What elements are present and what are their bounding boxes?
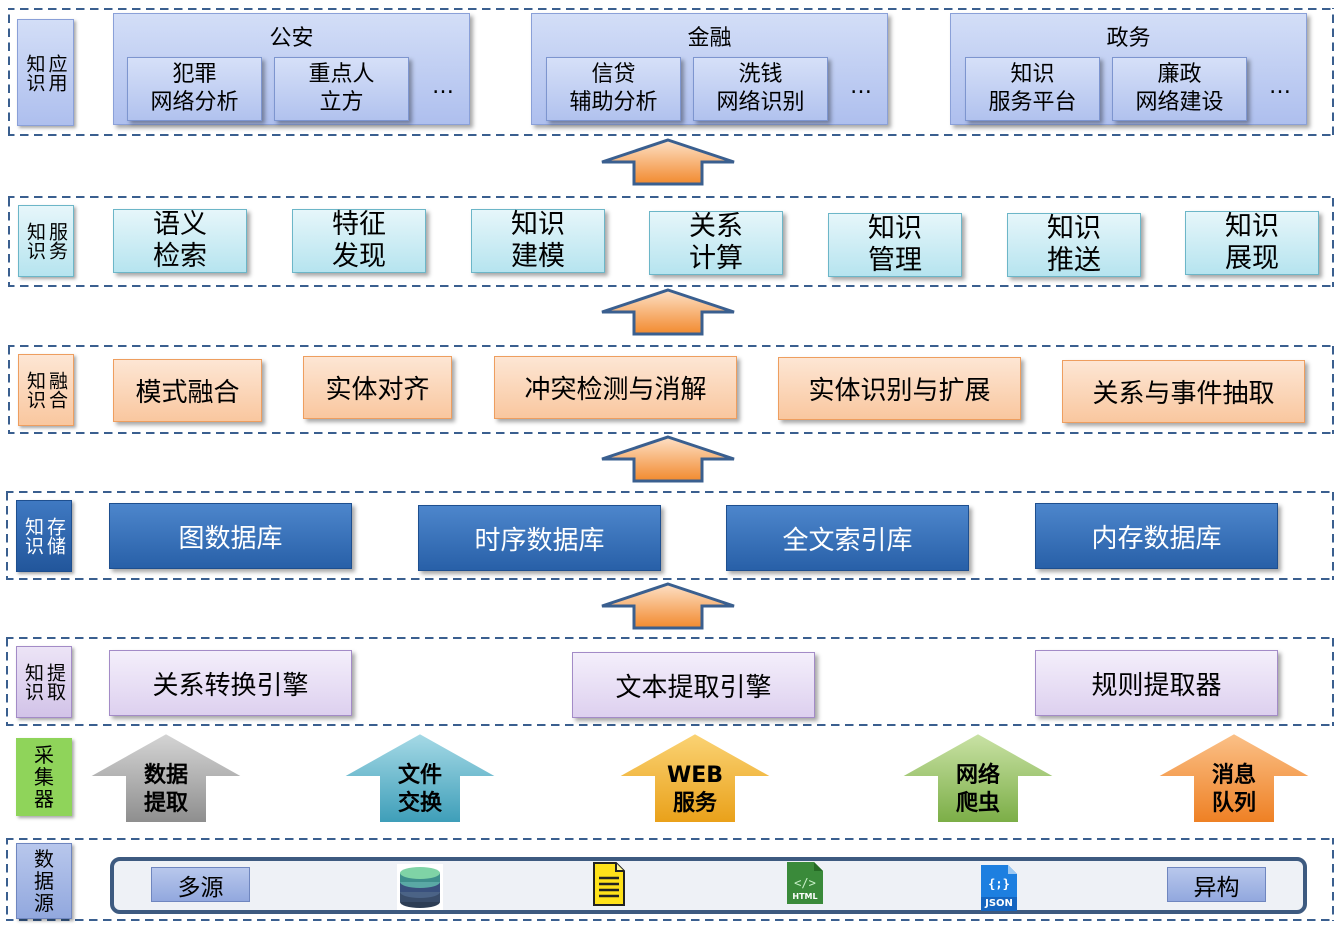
app-group-government: 政务 知识 服务平台 廉政 网络建设 … bbox=[950, 13, 1307, 125]
app-group-finance: 金融 信贷 辅助分析 洗钱 网络识别 … bbox=[531, 13, 888, 125]
fusion-tag-col-2: 融合 bbox=[46, 371, 68, 409]
app-group-title: 政务 bbox=[1106, 26, 1151, 51]
storage-item: 时序数据库 bbox=[418, 505, 661, 571]
json-file-icon: {;} JSON bbox=[980, 864, 1018, 912]
collector-web-crawler: 网络 爬虫 bbox=[888, 729, 1068, 826]
service-tag-col-2: 服务 bbox=[46, 222, 68, 260]
application-tag-col-1: 知识 bbox=[23, 53, 46, 92]
collector-file-exchange: 文件 交换 bbox=[330, 729, 510, 826]
fusion-item: 实体对齐 bbox=[303, 356, 452, 419]
collector-tag: 采 集 器 bbox=[16, 738, 72, 816]
service-item: 知识 推送 bbox=[1007, 213, 1141, 277]
fusion-item: 模式融合 bbox=[113, 359, 262, 422]
collector-label: 消息 队列 bbox=[1211, 763, 1256, 816]
fusion-item: 关系与事件抽取 bbox=[1062, 360, 1305, 423]
html-icon-text: HTML bbox=[792, 892, 818, 901]
app-item: 信贷 辅助分析 bbox=[546, 57, 681, 121]
app-group-police: 公安 犯罪 网络分析 重点人 立方 … bbox=[113, 13, 470, 125]
service-item: 特征 发现 bbox=[292, 209, 426, 273]
json-icon-glyph: {;} bbox=[988, 877, 1010, 891]
extraction-item: 规则提取器 bbox=[1035, 650, 1278, 716]
collector-arrow-icon bbox=[330, 729, 510, 826]
storage-item: 内存数据库 bbox=[1035, 503, 1278, 569]
extraction-item: 关系转换引擎 bbox=[109, 650, 352, 716]
extraction-tag-col-1: 知识 bbox=[22, 663, 44, 701]
collector-label: 数据 提取 bbox=[143, 763, 188, 816]
fusion-item: 实体识别与扩展 bbox=[778, 357, 1021, 420]
more-ellipsis: … bbox=[850, 74, 872, 99]
service-layer-tag: 知识服务 bbox=[18, 205, 74, 277]
up-arrow-icon bbox=[601, 288, 735, 336]
app-item: 知识 服务平台 bbox=[965, 57, 1100, 121]
collector-label: 网络 爬虫 bbox=[955, 763, 1000, 816]
extraction-item: 文本提取引擎 bbox=[572, 652, 815, 718]
collector-arrow-icon bbox=[888, 729, 1068, 826]
database-icon bbox=[397, 864, 443, 910]
collector-arrow-icon bbox=[1144, 729, 1324, 826]
service-item: 知识 管理 bbox=[828, 213, 962, 277]
extraction-tag-col-2: 提取 bbox=[44, 663, 66, 701]
document-icon bbox=[593, 862, 625, 906]
collector-arrow-icon bbox=[76, 729, 256, 826]
storage-tag-col-2: 存储 bbox=[44, 517, 66, 555]
service-item: 关系 计算 bbox=[649, 211, 783, 275]
up-arrow-icon bbox=[601, 582, 735, 630]
source-bar bbox=[110, 857, 1307, 914]
app-item: 廉政 网络建设 bbox=[1112, 57, 1247, 121]
app-group-title: 金融 bbox=[687, 26, 732, 51]
svg-text:</>: </> bbox=[794, 876, 816, 890]
html-file-icon: </> HTML bbox=[786, 861, 824, 905]
service-item: 语义 检索 bbox=[113, 209, 247, 273]
up-arrow-icon bbox=[601, 138, 735, 186]
storage-item: 图数据库 bbox=[109, 503, 352, 569]
more-ellipsis: … bbox=[1269, 74, 1291, 99]
application-layer-tag: 知识应用 bbox=[17, 19, 74, 126]
fusion-tag-col-1: 知识 bbox=[24, 371, 46, 409]
app-item: 洗钱 网络识别 bbox=[693, 57, 828, 121]
service-item: 知识 建模 bbox=[471, 209, 605, 273]
collector-message-queue: 消息 队列 bbox=[1144, 729, 1324, 826]
fusion-item: 冲突检测与消解 bbox=[494, 356, 737, 419]
storage-tag-col-1: 知识 bbox=[22, 517, 44, 555]
more-ellipsis: … bbox=[432, 74, 454, 99]
source-left-label: 多源 bbox=[151, 867, 250, 902]
application-tag-col-2: 应用 bbox=[45, 53, 68, 92]
json-icon-text: JSON bbox=[985, 898, 1013, 909]
source-right-label: 异构 bbox=[1167, 867, 1266, 902]
collector-label: 文件 交换 bbox=[397, 763, 442, 816]
app-group-title: 公安 bbox=[269, 26, 314, 51]
collector-arrow-icon bbox=[605, 729, 785, 826]
collector-web-service: WEB 服务 bbox=[605, 729, 785, 826]
fusion-layer-tag: 知识融合 bbox=[18, 354, 74, 426]
source-tag: 数 据 源 bbox=[16, 843, 72, 919]
up-arrow-icon bbox=[601, 435, 735, 483]
extraction-layer-tag: 知识提取 bbox=[16, 646, 72, 718]
collector-label: WEB 服务 bbox=[666, 763, 724, 816]
storage-item: 全文索引库 bbox=[726, 505, 969, 571]
app-item: 犯罪 网络分析 bbox=[127, 57, 262, 121]
service-item: 知识 展现 bbox=[1185, 211, 1319, 275]
collector-data-extract: 数据 提取 bbox=[76, 729, 256, 826]
app-item: 重点人 立方 bbox=[274, 57, 409, 121]
service-tag-col-1: 知识 bbox=[24, 222, 46, 260]
storage-layer-tag: 知识存储 bbox=[16, 500, 72, 572]
